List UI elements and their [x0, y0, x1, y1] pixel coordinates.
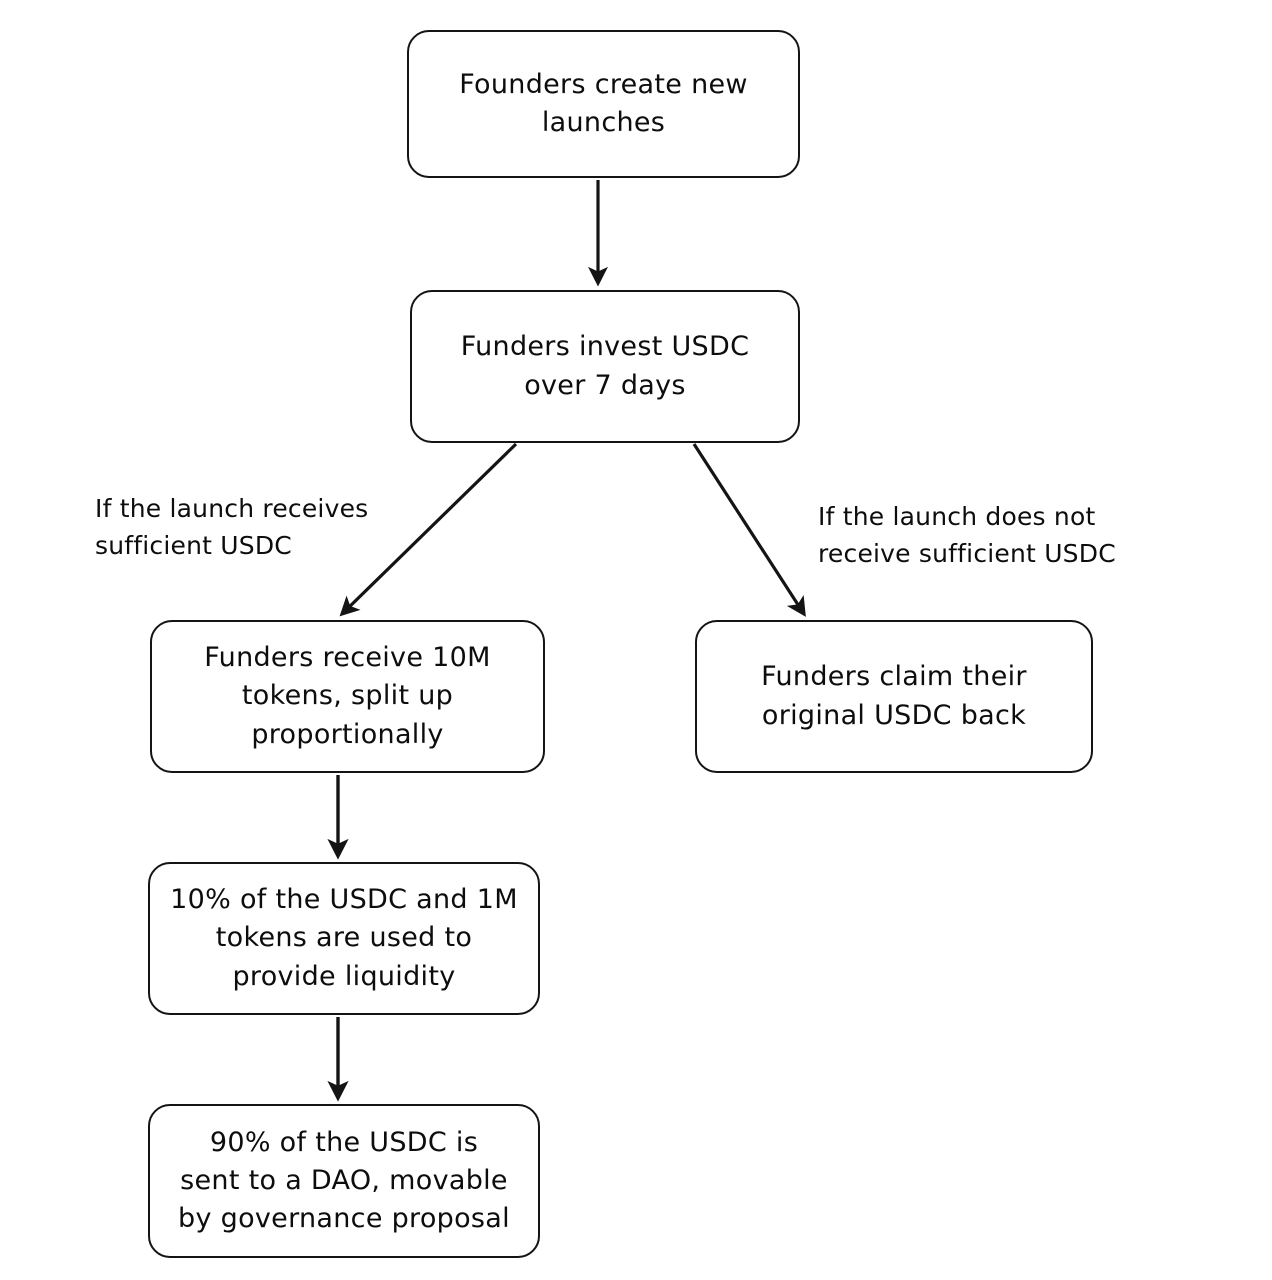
node-funders-invest-label: Funders invest USDC over 7 days [460, 331, 750, 401]
edge-invest-to-claim [692, 443, 806, 617]
node-funders-claim-back-label: Funders claim their original USDC back [761, 661, 1027, 731]
edge-label-insufficient-usdc: If the launch does not receive sufficien… [818, 502, 1116, 568]
node-founders-create-label: Founders create new launches [459, 68, 748, 138]
node-liquidity[interactable]: 10% of the USDC and 1M tokens are used t… [148, 862, 540, 1015]
node-liquidity-label: 10% of the USDC and 1M tokens are used t… [170, 884, 518, 992]
edge-label-sufficient-usdc: If the launch receives sufficient USDC [95, 494, 369, 560]
node-dao-treasury[interactable]: 90% of the USDC is sent to a DAO, movabl… [148, 1104, 540, 1258]
node-dao-treasury-label: 90% of the USDC is sent to a DAO, movabl… [178, 1126, 510, 1235]
node-funders-claim-back[interactable]: Funders claim their original USDC back [695, 620, 1093, 773]
node-funders-receive-tokens[interactable]: Funders receive 10M tokens, split up pro… [150, 620, 545, 773]
node-funders-invest[interactable]: Funders invest USDC over 7 days [410, 290, 800, 443]
node-founders-create[interactable]: Founders create new launches [407, 30, 800, 178]
node-funders-receive-tokens-label: Funders receive 10M tokens, split up pro… [204, 642, 491, 750]
